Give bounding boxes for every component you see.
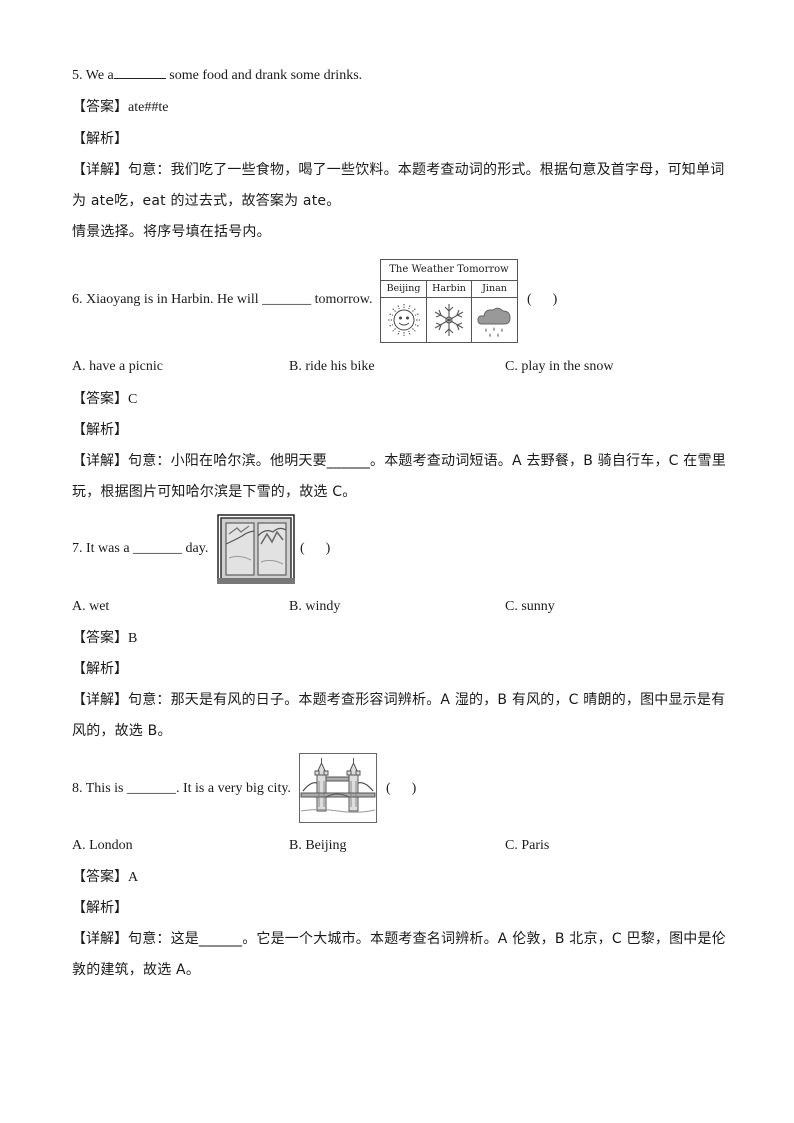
detail-tag: 【详解】 [72, 162, 128, 178]
tower-bridge-icon [299, 753, 377, 823]
answer-tag: 【答案】 [72, 869, 128, 885]
q5-blank [113, 66, 166, 79]
q5-answer: 【答案】ate##te [72, 97, 732, 118]
weather-column-jinan: Jinan [472, 280, 517, 342]
weather-column-harbin: Harbin [427, 280, 472, 342]
q7-answer: 【答案】B [72, 628, 732, 649]
answer-parentheses: ( ) [386, 781, 417, 796]
snowflake-icon [434, 304, 464, 336]
q5-stem-prefix: 5. We a [72, 68, 114, 83]
detail-text: 句意：这是______。它是一个大城市。本题考查名词辨析。A 伦敦，B 北京，C… [128, 931, 726, 947]
q6-answer: 【答案】C [72, 389, 732, 410]
option-a: A. have a picnic [72, 359, 163, 374]
detail-text: 句意：那天是有风的日子。本题考查形容词辨析。A 湿的，B 有风的，C 晴朗的，图… [128, 692, 726, 708]
option-b: B. ride his bike [289, 359, 375, 374]
detail-tag: 【详解】 [72, 453, 128, 469]
q5-stem-suffix: some food and drank some drinks. [165, 68, 363, 83]
option-c: C. play in the snow [505, 359, 614, 374]
q8-detail-line-1: 【详解】句意：这是______。它是一个大城市。本题考查名词辨析。A 伦敦，B … [72, 929, 732, 949]
option-a: A. wet [72, 599, 110, 614]
q5-detail-line-2: 为 ate吃，eat 的过去式，故答案为 ate。 [72, 193, 341, 209]
windy-window-icon [217, 514, 295, 584]
weather-city-label: Jinan [472, 280, 517, 298]
option-c: C. Paris [505, 838, 550, 853]
answer-value: ate##te [128, 100, 169, 115]
detail-text: 句意：小阳在哈尔滨。他明天要______。本题考查动词短语。A 去野餐，B 骑自… [128, 453, 726, 469]
weather-city-label: Beijing [381, 280, 426, 298]
weather-column-beijing: Beijing [381, 280, 427, 342]
analysis-tag: 【解析】 [72, 661, 128, 677]
q8-answer: 【答案】A [72, 867, 732, 888]
q7-detail-line-1: 【详解】句意：那天是有风的日子。本题考查形容词辨析。A 湿的，B 有风的，C 晴… [72, 690, 732, 710]
q6-detail-line-1: 【详解】句意：小阳在哈尔滨。他明天要______。本题考查动词短语。A 去野餐，… [72, 451, 732, 471]
answer-tag: 【答案】 [72, 391, 128, 407]
analysis-tag: 【解析】 [72, 131, 128, 147]
option-a: A. London [72, 838, 133, 853]
answer-parentheses: ( ) [300, 541, 331, 556]
analysis-tag: 【解析】 [72, 422, 128, 438]
option-b: B. windy [289, 599, 341, 614]
answer-value: C [128, 392, 138, 407]
q5-stem: 5. We a some food and drank some drinks. [72, 66, 732, 86]
option-b: B. Beijing [289, 838, 347, 853]
q8-detail-line-2: 敦的建筑，故选 A。 [72, 962, 201, 978]
answer-value: B [128, 631, 138, 646]
answer-parentheses: ( ) [527, 292, 558, 307]
sun-icon [388, 304, 420, 336]
option-c: C. sunny [505, 599, 555, 614]
detail-tag: 【详解】 [72, 931, 128, 947]
q7-stem: 7. It was a _______ day. [72, 541, 209, 556]
answer-value: A [128, 870, 139, 885]
q5-detail-line-1: 【详解】句意：我们吃了一些食物，喝了一些饮料。本题考查动词的形式。根据句意及首字… [72, 160, 732, 180]
q7-detail-line-2: 风的，故选 B。 [72, 723, 172, 739]
analysis-tag: 【解析】 [72, 900, 128, 916]
q8-stem: 8. This is _______. It is a very big cit… [72, 781, 291, 796]
answer-tag: 【答案】 [72, 99, 128, 115]
weather-city-label: Harbin [427, 280, 471, 298]
answer-tag: 【答案】 [72, 630, 128, 646]
q6-stem: 6. Xiaoyang is in Harbin. He will ______… [72, 292, 373, 307]
rain-cloud-icon [477, 307, 511, 337]
detail-tag: 【详解】 [72, 692, 128, 708]
weather-figure-title: The Weather Tomorrow [381, 260, 517, 281]
q6-detail-line-2: 玩，根据图片可知哈尔滨是下雪的，故选 C。 [72, 484, 357, 500]
detail-text: 句意：我们吃了一些食物，喝了一些饮料。本题考查动词的形式。根据句意及首字母，可知… [128, 162, 725, 178]
section-heading: 情景选择。将序号填在括号内。 [72, 224, 271, 240]
weather-forecast-figure: The Weather Tomorrow Beijing [380, 259, 518, 343]
